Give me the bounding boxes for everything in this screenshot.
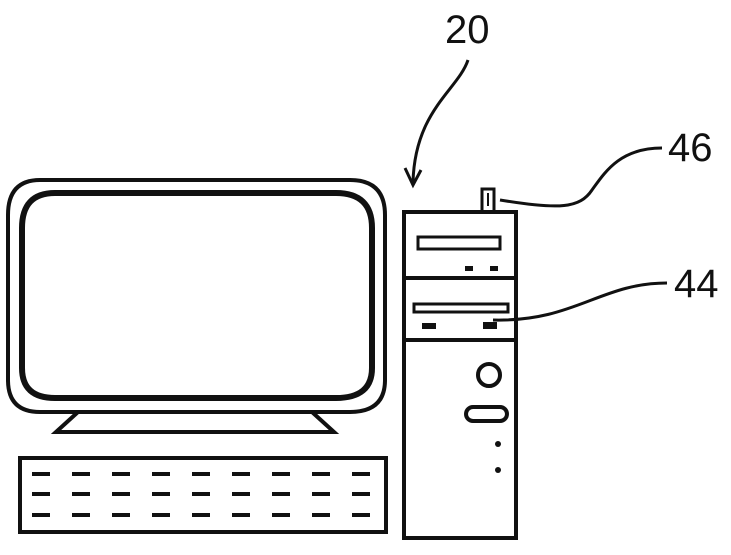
- card-slot: [414, 304, 508, 312]
- keyboard-keys: [32, 474, 370, 515]
- label-20: 20: [445, 10, 490, 50]
- cd-drive-slot: [418, 237, 500, 249]
- indicator-led-2: [495, 467, 501, 473]
- leader-line-20: [413, 60, 468, 182]
- monitor-stand: [56, 412, 334, 432]
- label-44: 44: [674, 264, 719, 304]
- monitor: [8, 180, 385, 432]
- monitor-screen: [22, 193, 372, 398]
- leader-lines: [405, 60, 667, 320]
- indicator-led-1: [495, 441, 501, 447]
- keyboard: [20, 458, 386, 532]
- label-46: 46: [668, 128, 713, 168]
- card-slot-button-1: [422, 323, 436, 329]
- monitor-outer-bezel: [8, 180, 385, 412]
- power-button: [478, 364, 500, 386]
- cd-drive-button-2: [490, 266, 498, 271]
- cd-drive-button-1: [465, 266, 473, 271]
- card-slot-button-2: [483, 322, 497, 329]
- leader-line-44: [493, 283, 667, 320]
- reset-button: [466, 407, 507, 421]
- leader-line-46: [500, 148, 662, 206]
- computer-tower: [404, 189, 516, 538]
